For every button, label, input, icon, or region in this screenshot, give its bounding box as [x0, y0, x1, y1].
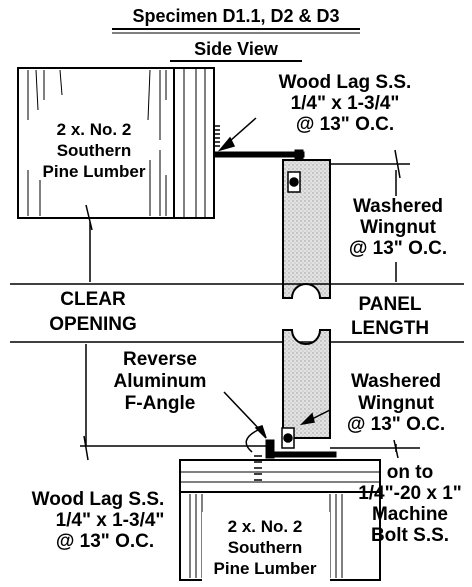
diagram-subtitle: Side View: [194, 39, 279, 59]
top-lumber-label-line3: Pine Lumber: [43, 162, 146, 181]
reverse-angle-label-line3: F-Angle: [125, 393, 196, 414]
bottom-panel: [282, 329, 331, 439]
top-lag-label-line3: @ 13" O.C.: [296, 114, 394, 135]
bottom-dimension-lines: [80, 344, 420, 461]
bottom-lag-label-line1: Wood Lag S.S.: [32, 489, 165, 510]
panel-length-label-line1: PANEL: [359, 294, 422, 315]
bottom-lag-screw: [254, 455, 262, 481]
bottom-wingnut-leader: [299, 409, 331, 426]
top-lag-label-line1: Wood Lag S.S.: [279, 72, 412, 93]
reverse-f-angle: [265, 439, 337, 459]
bottom-wingnut-icon: [281, 427, 295, 449]
bottom-lag-label-line3: @ 13" O.C.: [56, 531, 154, 552]
bottom-bolt-label-line3: Machine: [372, 504, 448, 525]
bottom-lag-label-line2: 1/4" x 1-3/4": [56, 510, 165, 531]
bottom-lumber-label-line1: 2 x. No. 2: [228, 517, 303, 536]
reverse-angle-leader: [223, 391, 267, 439]
clear-opening-label-line2: OPENING: [49, 314, 137, 335]
bottom-wingnut-label-line1: Washered: [351, 371, 441, 392]
top-dimension-lines: [18, 149, 410, 282]
top-lumber-label-line1: 2 x. No. 2: [57, 120, 132, 139]
bottom-lumber-label-line3: Pine Lumber: [214, 559, 317, 578]
top-wingnut-icon: [287, 171, 301, 193]
diagram-title: Specimen D1.1, D2 & D3: [132, 6, 339, 26]
bottom-bolt-label-line1: on to: [387, 462, 433, 483]
top-lumber-block: [17, 67, 215, 219]
bottom-wingnut-label-line3: @ 13" O.C.: [347, 414, 445, 435]
bottom-wingnut-label-line2: Wingnut: [358, 393, 434, 414]
top-wingnut-label-line1: Washered: [353, 196, 443, 217]
panel-length-label-line2: LENGTH: [351, 318, 429, 339]
bottom-bolt-label-line2: 1/4"-20 x 1": [358, 483, 462, 504]
top-lumber-label-line2: Southern: [57, 141, 132, 160]
top-wingnut-label-line2: Wingnut: [360, 217, 436, 238]
clear-opening-label-line1: CLEAR: [60, 289, 126, 310]
reverse-angle-label-line2: Aluminum: [114, 371, 207, 392]
bottom-lumber-label-line2: Southern: [228, 538, 303, 557]
bottom-bolt-label-line4: Bolt S.S.: [371, 525, 449, 546]
top-lag-label-line2: 1/4" x 1-3/4": [291, 93, 400, 114]
top-wingnut-label-line3: @ 13" O.C.: [349, 238, 447, 259]
bottom-lumber-label-backdrop: [202, 512, 330, 582]
reverse-angle-label-line1: Reverse: [123, 349, 197, 370]
bottom-lag-curve-leader: [245, 429, 259, 453]
top-lag-screw: [214, 117, 257, 152]
